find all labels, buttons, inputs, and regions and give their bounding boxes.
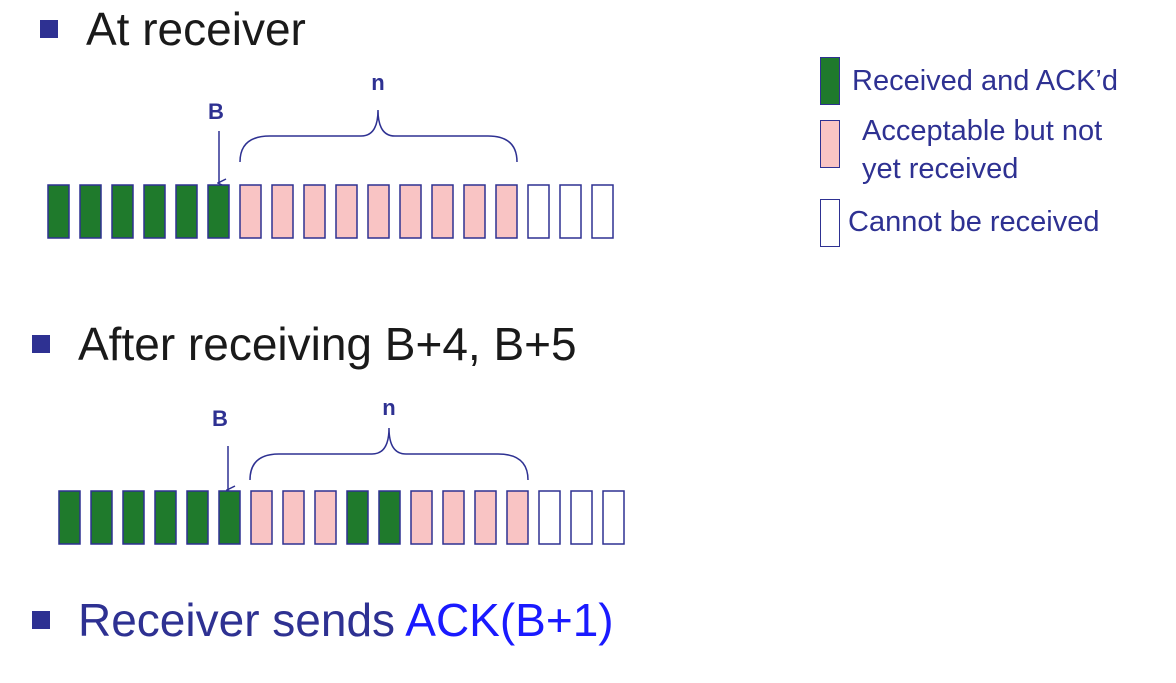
window-brace xyxy=(249,427,529,481)
seq-cell-received xyxy=(122,490,145,545)
legend-swatch-acceptable xyxy=(820,120,840,168)
seq-cell-received xyxy=(346,490,369,545)
seq-cell-received xyxy=(207,184,230,239)
seq-cell-acceptable xyxy=(335,184,358,239)
section3-title-prefix: Receiver sends xyxy=(78,594,406,646)
seq-cell-received xyxy=(111,184,134,239)
section1-heading: At receiver xyxy=(40,2,306,56)
seq-cell-received xyxy=(154,490,177,545)
pointer-label-b: B xyxy=(208,99,224,124)
seq-cell-received xyxy=(143,184,166,239)
seq-cell-cannot xyxy=(538,490,561,545)
seq-cell-received xyxy=(175,184,198,239)
section1-title: At receiver xyxy=(86,3,306,55)
seq-cell-cannot xyxy=(527,184,550,239)
section3-title: Receiver sends ACK(B+1) xyxy=(78,593,614,647)
sequence-cells xyxy=(47,184,614,239)
bullet-icon xyxy=(40,20,58,38)
legend-swatch-received xyxy=(820,57,840,105)
receiver-window-1: B n xyxy=(47,70,614,239)
section3-heading: Receiver sends ACK(B+1) xyxy=(32,593,614,647)
legend-label-acceptable: Acceptable but not yet received xyxy=(862,115,1103,185)
legend-label-received: Received and ACK’d xyxy=(852,65,1118,97)
seq-cell-acceptable xyxy=(303,184,326,239)
seq-cell-acceptable xyxy=(474,490,497,545)
window-brace xyxy=(239,109,518,163)
legend-swatch-cannot xyxy=(820,199,840,247)
bullet-icon xyxy=(32,335,50,353)
legend-acceptable: Acceptable but not yet received xyxy=(820,115,1102,188)
seq-cell-acceptable xyxy=(506,490,529,545)
seq-cell-cannot xyxy=(591,184,614,239)
window-label-n: n xyxy=(382,395,395,420)
seq-cell-acceptable xyxy=(314,490,337,545)
seq-cell-acceptable xyxy=(463,184,486,239)
sequence-cells xyxy=(58,490,625,545)
section2-title: After receiving B+4, B+5 xyxy=(78,318,577,370)
seq-cell-received xyxy=(378,490,401,545)
window-label-n: n xyxy=(371,70,384,95)
seq-cell-acceptable xyxy=(250,490,273,545)
seq-cell-acceptable xyxy=(410,490,433,545)
seq-cell-received xyxy=(79,184,102,239)
legend-label-cannot: Cannot be received xyxy=(848,206,1100,238)
seq-cell-received xyxy=(47,184,70,239)
seq-cell-cannot xyxy=(570,490,593,545)
seq-cell-acceptable xyxy=(367,184,390,239)
seq-cell-acceptable xyxy=(495,184,518,239)
seq-cell-received xyxy=(58,490,81,545)
pointer-label-b: B xyxy=(212,406,228,431)
seq-cell-acceptable xyxy=(239,184,262,239)
ack-label: ACK(B+1) xyxy=(405,594,614,646)
seq-cell-received xyxy=(186,490,209,545)
seq-cell-received xyxy=(90,490,113,545)
seq-cell-cannot xyxy=(602,490,625,545)
section2-heading: After receiving B+4, B+5 xyxy=(32,317,577,371)
seq-cell-received xyxy=(218,490,241,545)
legend-cannot: Cannot be received xyxy=(820,199,1100,247)
seq-cell-acceptable xyxy=(442,490,465,545)
legend-received: Received and ACK’d xyxy=(820,57,1118,105)
bullet-icon xyxy=(32,611,50,629)
seq-cell-acceptable xyxy=(282,490,305,545)
seq-cell-acceptable xyxy=(399,184,422,239)
seq-cell-cannot xyxy=(559,184,582,239)
seq-cell-acceptable xyxy=(271,184,294,239)
seq-cell-acceptable xyxy=(431,184,454,239)
receiver-window-2: B n xyxy=(58,395,625,545)
